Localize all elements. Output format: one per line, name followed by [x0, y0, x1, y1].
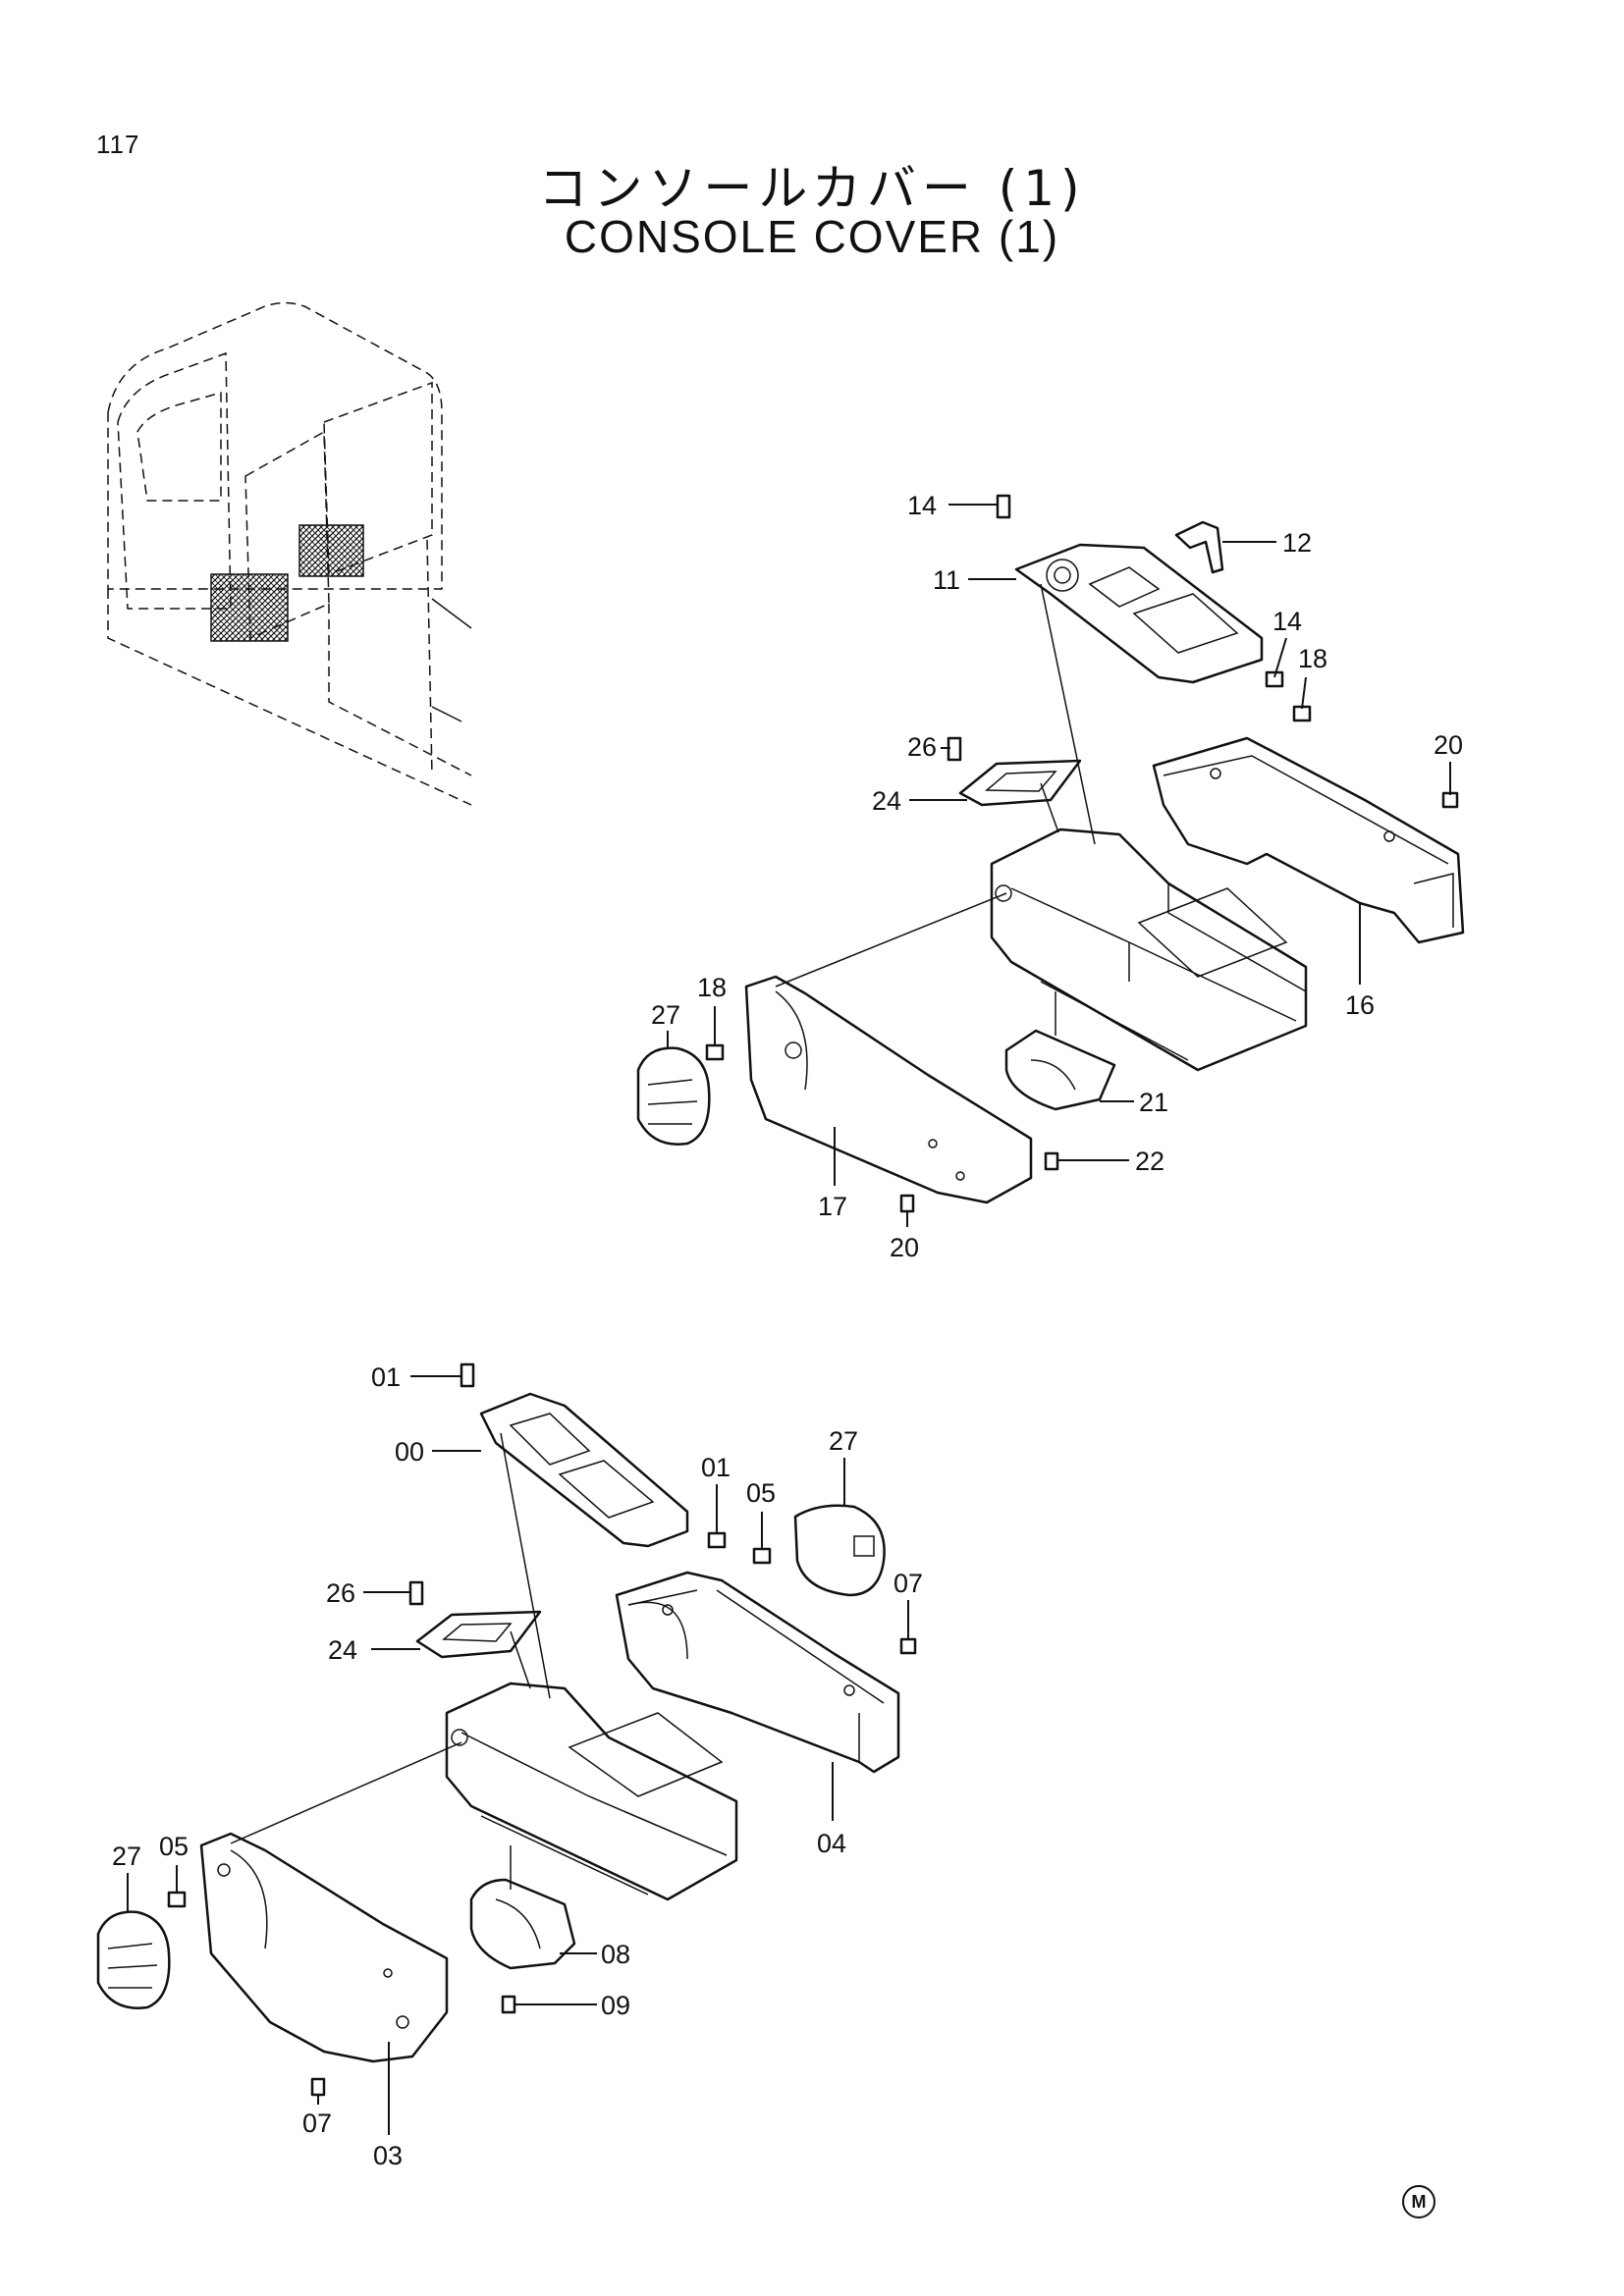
- cab-locator-illustration: [107, 301, 472, 806]
- page-title-japanese: コンソールカバー (1): [538, 160, 1086, 217]
- corner-mark: M: [1402, 2185, 1435, 2218]
- lower-console-assembly: [96, 1362, 917, 2097]
- callout-27-upper: 27: [651, 1000, 680, 1030]
- upper-console-assembly: [636, 494, 1465, 1213]
- callout-07-bottom: 07: [302, 2109, 332, 2138]
- callout-11: 11: [933, 565, 960, 595]
- callout-27-left: 27: [112, 1842, 141, 1871]
- page-title-english: CONSOLE COVER (1): [564, 211, 1060, 262]
- callout-07-right: 07: [893, 1569, 923, 1598]
- callout-24-lower: 24: [328, 1635, 357, 1665]
- callout-21: 21: [1139, 1088, 1168, 1117]
- callout-01-right: 01: [701, 1453, 731, 1482]
- callout-26-lower: 26: [326, 1578, 355, 1608]
- callout-26: 26: [907, 732, 937, 762]
- callout-27-right: 27: [829, 1426, 858, 1456]
- callout-03: 03: [373, 2141, 403, 2170]
- callout-12: 12: [1282, 528, 1312, 558]
- callout-22: 22: [1135, 1147, 1164, 1176]
- callout-08: 08: [601, 1940, 630, 1969]
- callout-14-right: 14: [1272, 607, 1302, 636]
- callout-20-bottom: 20: [890, 1233, 919, 1262]
- callout-24: 24: [872, 786, 901, 816]
- callout-09: 09: [601, 1991, 630, 2020]
- callout-01-top: 01: [371, 1362, 401, 1392]
- callout-05-left: 05: [159, 1832, 189, 1861]
- lower-callouts: 01 00 01 05 27 07 26 24 04 27 05 08 09 0…: [112, 1362, 923, 2170]
- callout-18-right: 18: [1298, 644, 1327, 673]
- upper-callouts: 14 11 12 14 18 26 24 20 16 18 27 21 22 1…: [651, 491, 1463, 1262]
- callout-00: 00: [395, 1437, 424, 1467]
- callout-18-left: 18: [697, 973, 727, 1002]
- callout-14-top: 14: [907, 491, 937, 520]
- page-number: 117: [96, 130, 140, 159]
- callout-04: 04: [817, 1829, 846, 1858]
- callout-16: 16: [1345, 990, 1375, 1020]
- callout-05-right: 05: [746, 1478, 776, 1508]
- callout-20-right: 20: [1434, 730, 1463, 760]
- callout-17: 17: [818, 1192, 847, 1221]
